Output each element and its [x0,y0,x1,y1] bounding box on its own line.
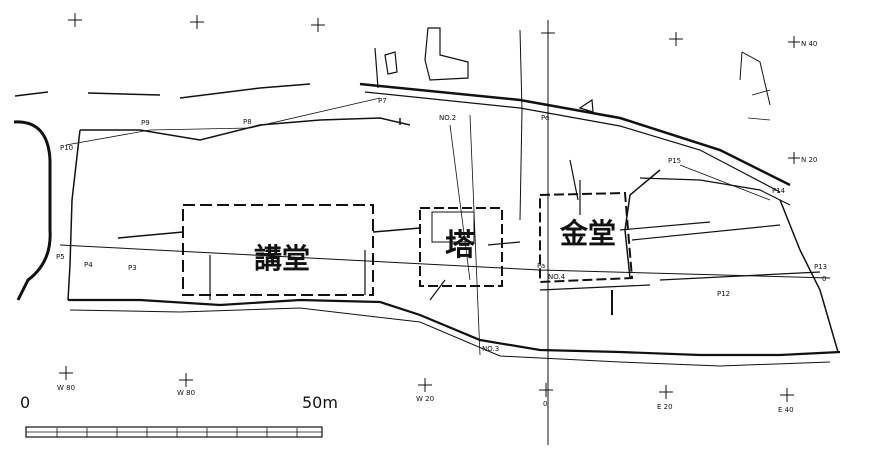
point-p4-label: P4 [84,261,93,269]
scale-end-label: 50m [302,393,338,412]
east-boundary [779,199,839,353]
site-north-edge [80,117,411,141]
point-p8-label: P8 [243,118,252,126]
point-p14-label: P14 [772,187,786,195]
grid-zero-right-label: 0 [822,275,826,283]
grid-n40-label: N 40 [801,40,817,48]
grid-crosses [59,13,800,402]
point-p5-label: P5 [56,253,65,261]
grid-zero-bottom-label: 0 [543,400,547,408]
scale-start-label: 0 [20,393,30,412]
point-pe-label: Pe [541,114,549,122]
point-pa-label: Pa [537,262,545,270]
point-p9-label: P9 [141,119,150,127]
point-p15-label: P15 [668,157,681,165]
point-p12-label: P12 [717,290,730,298]
grid-e40-label: E 40 [778,406,794,414]
point-p3-label: P3 [128,264,137,272]
left-boundary-line [13,120,52,301]
point-no3-label: NO.3 [482,345,499,353]
point-p7-label: P7 [378,97,387,105]
point-p13-label: P13 [814,263,827,271]
gate-outline [374,27,469,89]
grid-e20-label: E 20 [657,403,673,411]
golden-hall-foundation [539,191,634,284]
pagoda-label: 塔 [445,228,476,263]
lecture-hall-label: 講堂 [254,242,310,275]
point-p10-label: P10 [60,144,73,152]
grid-w80b-label: W 80 [177,389,195,397]
south-bank-edge [68,298,841,357]
grid-n20-label: N 20 [801,156,817,164]
grid-w20-label: W 20 [416,395,434,403]
north-boundary-fragments [14,83,311,99]
point-no4-label: NO.4 [548,273,566,281]
point-no2-label: NO.2 [439,114,456,122]
pagoda-foundation [419,207,503,287]
lecture-hall-foundation [182,204,374,296]
grid-w80a-label: W 80 [57,384,75,392]
golden-hall-label: 金堂 [559,217,616,250]
upper-road-edge [359,82,791,187]
